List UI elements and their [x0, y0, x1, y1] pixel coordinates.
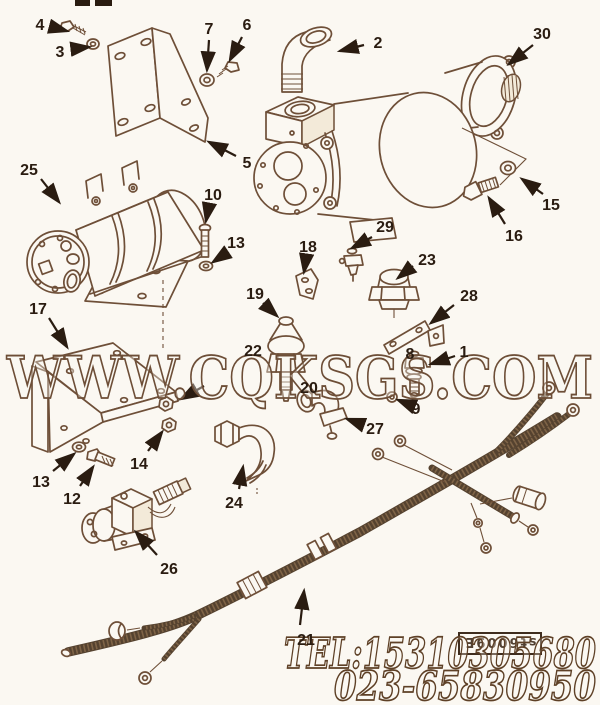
callout-label-20: 20	[300, 380, 318, 397]
callout-arrow-25	[40, 178, 62, 205]
stamp-text: st6009E	[463, 634, 536, 649]
fitting-23	[368, 268, 420, 318]
callout-label-18: 18	[299, 239, 317, 256]
stamp: st6009E	[458, 632, 542, 655]
callout-arrow-26	[133, 529, 158, 556]
fitting-29	[338, 247, 364, 282]
callout-label-27: 27	[366, 421, 384, 438]
elbow-fitting-27	[296, 389, 348, 440]
callout-arrow-10	[201, 201, 218, 225]
callout-label-29: 29	[376, 219, 394, 236]
callout-label-7: 7	[205, 21, 214, 38]
pressure-switch-19-22	[266, 316, 306, 402]
nuts-14	[158, 396, 177, 433]
bolt-4	[59, 20, 87, 36]
washer-9	[386, 391, 398, 403]
upper-mounting-bracket	[59, 20, 240, 143]
callout-label-13: 13	[32, 474, 50, 491]
callout-label-12: 12	[63, 491, 81, 508]
bolt-6	[216, 61, 240, 78]
callout-arrow-13	[52, 451, 77, 472]
callout-arrow-16	[487, 195, 506, 225]
callout-label-26: 26	[160, 561, 178, 578]
callout-label-10: 10	[204, 187, 222, 204]
footer-phone-1: TEL:15310305680	[284, 629, 596, 678]
callout-label-25: 25	[20, 162, 38, 179]
pump-assembly	[253, 55, 527, 243]
footer-phone-2: 023-65830950	[334, 663, 596, 705]
callout-label-22: 22	[244, 343, 262, 360]
callout-label-24: 24	[225, 495, 243, 512]
callout-arrow-17	[48, 317, 69, 350]
callout-label-1: 1	[460, 344, 469, 361]
callout-arrow-15	[519, 177, 544, 197]
callout-label-30: 30	[533, 26, 551, 43]
fittings-cluster	[266, 247, 445, 440]
callout-arrow-3	[69, 41, 93, 57]
callout-label-4: 4	[36, 17, 45, 34]
footer-contact: TEL:15310305680 023-65830950	[283, 628, 597, 705]
callout-label-17: 17	[29, 301, 47, 318]
callout-arrow-4	[46, 18, 71, 34]
bolt-10	[198, 223, 212, 258]
callout-arrow-30	[506, 44, 534, 67]
air-compressor	[26, 160, 214, 352]
callout-label-13: 13	[227, 235, 245, 252]
bolt-16	[462, 176, 500, 201]
callout-arrow-9	[394, 398, 419, 415]
callout-arrow-6	[228, 36, 246, 63]
callout-label-5: 5	[243, 155, 252, 172]
washer-13-upper	[198, 260, 214, 272]
callout-arrow-19	[258, 297, 280, 319]
washer-7	[199, 73, 215, 87]
callout-arrow-14	[144, 429, 164, 452]
callout-label-9: 9	[412, 401, 421, 418]
fitting-1	[404, 350, 425, 399]
bolt-12	[86, 448, 116, 468]
callout-arrow-1	[427, 350, 456, 366]
solenoid-valve	[81, 477, 192, 551]
watermark-text: WWW.CQKSGS.COM	[6, 344, 593, 412]
callout-label-28: 28	[460, 288, 478, 305]
callout-arrow-13	[210, 245, 233, 264]
callout-arrow-2	[336, 38, 365, 54]
callout-arrow-28	[428, 304, 455, 326]
hose-elbow	[214, 420, 276, 496]
callout-label-19: 19	[246, 286, 264, 303]
washer-15	[499, 160, 517, 176]
callout-arrow-27	[343, 417, 368, 433]
callout-label-6: 6	[243, 17, 252, 34]
callout-arrow-5	[206, 140, 237, 158]
watermark: WWW.CQKSGS.COM	[5, 343, 594, 413]
wiring-harness	[60, 381, 580, 685]
callouts-layer: 43 7 6 5 2 30 25 10 13 15 16 29 18 23 19 28 22 8 1 20 9 27 17 1…	[20, 17, 560, 649]
callout-arrow-18	[299, 252, 315, 276]
callout-arrow-23	[395, 260, 418, 281]
callout-label-23: 23	[418, 252, 436, 269]
callout-label-15: 15	[542, 197, 560, 214]
callout-arrow-21	[294, 587, 310, 626]
crop-mark	[75, 0, 112, 6]
callout-label-8: 8	[406, 346, 415, 363]
callout-arrow-12	[76, 464, 95, 487]
callout-label-2: 2	[374, 35, 383, 52]
callout-label-14: 14	[130, 456, 148, 473]
clip-18	[295, 268, 319, 300]
callout-arrow-29	[349, 232, 373, 250]
callout-arrow-24	[232, 463, 248, 490]
washer-13-lower	[71, 441, 87, 453]
callout-label-3: 3	[56, 44, 65, 61]
elbow-fitting-2	[281, 26, 333, 109]
callout-label-16: 16	[505, 228, 523, 245]
clip-8	[427, 324, 445, 347]
lower-mounting-bracket	[31, 342, 205, 468]
callout-arrow-7	[200, 39, 216, 74]
callout-label-21: 21	[297, 632, 315, 649]
